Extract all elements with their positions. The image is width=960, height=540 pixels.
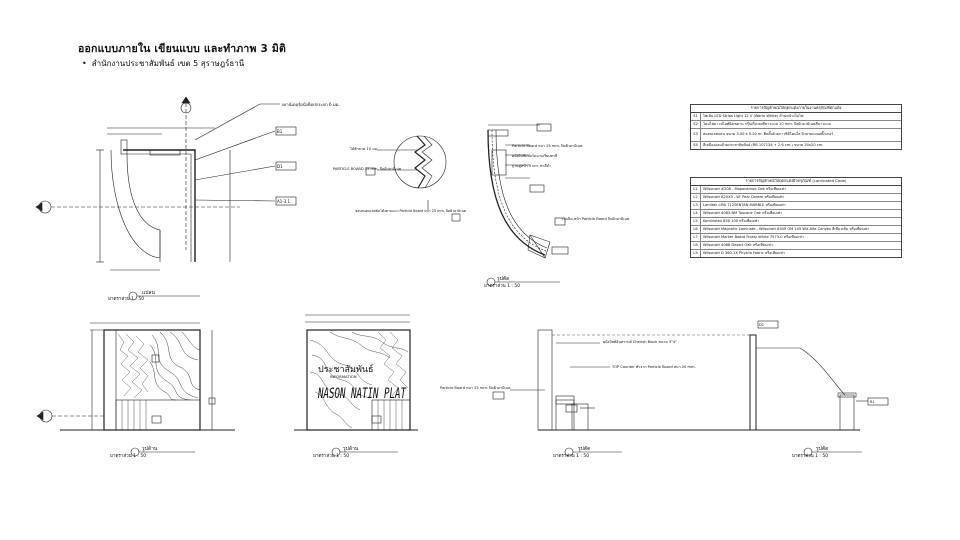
elev-note-2: TOP Counter ทำจาก Particle Board หนา 20 … (611, 365, 696, 369)
tag-ref-4: D1 (759, 323, 764, 327)
row-desc: Wilsonart 4083-NM Toscane Oak หรือเทียบเ… (703, 210, 783, 215)
section-right-scale-2: มาตราส่วน 1 : 50 (792, 453, 828, 459)
row-code: S3 (691, 128, 701, 141)
materials-table-header: รายการสัญลักษณ์วัสดุตกแต่งภายในงานครุภัณ… (691, 105, 901, 113)
detail-drawing (365, 135, 461, 222)
elev-note-3: Particle Board หนา 25 mm. ปิดผิวลามิเนต (440, 386, 511, 390)
row-code: L3 (691, 201, 701, 209)
elev-note-1: ผนังบิลท์อินทรานส์ Cherish Block ขนาด 3"… (603, 340, 677, 344)
plan-note: เคาน์เตอร์ผนังท็อปกระจก 6 มม. (282, 101, 340, 107)
row-code: S2 (691, 120, 701, 128)
section-note-3: ฐานคู่หน้า 5 cm. ทาสีดำ (512, 163, 551, 168)
graffiti-text: NASON NATIN PLAT (317, 386, 407, 402)
section-note-1: Particle Board หนา 25 mm. ปิดผิวลามิเนต (512, 144, 583, 148)
page-title: ออกแบบภายใน เขียนแบบ และทำภาพ 3 มิติ (78, 43, 287, 55)
project-subtitle: สำนักงานประชาสัมพันธ์ เขต 5 สุราษฎร์ธานี (82, 57, 245, 70)
plan-ref-2: D1 (277, 164, 283, 169)
row-code: S4 (691, 141, 701, 149)
section-right-scale: มาตราส่วน 1 : 50 (553, 453, 589, 459)
plan-label: แปลน (142, 290, 155, 296)
row-desc: Lamitak LMA 7120ENTAN MARBLE หรือเทียบเท… (703, 202, 786, 207)
row-desc: Kominotex 850 100 หรือเทียบเท่า (703, 218, 760, 223)
elev-a-scale: มาตราส่วน 1 : 50 (110, 453, 146, 459)
section-right-label-2: รูปตัด (816, 446, 828, 452)
laminate-table: รายการสัญลักษณ์วัสดุตกแต่งผิวครุภัณฑ์ (L… (690, 177, 902, 258)
row-desc: ไฟเส้น LED Strips Light 12 V (Warm White… (703, 113, 804, 118)
section-note-4: รางเปิด-หน้า Particle Board ปิดผิวลามิเน… (561, 216, 630, 221)
row-desc: Wilsonart 4068 Desert Oak หรือเทียบเท่า (703, 242, 773, 247)
row-code: L5 (691, 217, 701, 225)
section-right-drawing (492, 320, 889, 457)
row-code: L1 (691, 185, 701, 193)
row-desc: Wilsonart D 360-1X Physna Fabric หรือเที… (703, 250, 785, 255)
row-code: L6 (691, 225, 701, 233)
row-desc: Wilsonart Magnetic Laminate - Wilsonart … (703, 226, 870, 231)
plan-drawing (35, 96, 297, 301)
row-desc: สแตนเลสแผ่น ขนาด 3.00 x 0.20 m. ติดตั้งด… (703, 132, 834, 137)
section-right-label: รูปตัด (578, 446, 590, 452)
row-desc: Wilsonart A20X3 - W' Pear Dream หรือเทีย… (703, 194, 785, 199)
section-top-scale: มาตราส่วน 1 : 50 (484, 283, 520, 289)
curved-section-drawing (486, 123, 569, 287)
plan-scale: มาตราส่วน 1 : 50 (108, 296, 144, 302)
row-code: L2 (691, 193, 701, 201)
elev-b-label: รูปด้าน (343, 445, 359, 452)
section-top-label: รูปตัด (497, 276, 509, 282)
sign-subtext: INFORMATION (330, 374, 357, 379)
tag-ref-5: B1 (870, 400, 875, 404)
detail-note-3: ขอบสแตนเลสตัดโค้งตามแนว Particle Board ห… (355, 208, 466, 213)
elevation-b-drawing (294, 314, 418, 457)
elev-b-scale: มาตราส่วน 1 : 50 (313, 453, 349, 459)
row-code: L9 (691, 249, 701, 257)
row-code: L7 (691, 233, 701, 241)
row-desc: สีเหลืองอ่อนป้ายประชาสัมพันธ์ (RB 107134… (703, 142, 824, 147)
detail-note-2: PARTICLE BOARD 25 mm. ปิดผิวลามิเนต (333, 167, 402, 171)
plan-ref-1: B1 (277, 129, 283, 134)
section-note-2: ผนังยิปซัมบอร์ดฉาบเรียบทาสี (512, 153, 558, 158)
detail-note-1: ไม้สักขาด 10 มม. (349, 146, 378, 151)
plan-ref-3: A1-3.1 (277, 199, 291, 204)
row-desc: Wilsonart Marker Board Frosty White 7573… (703, 234, 804, 239)
laminate-table-header: รายการสัญลักษณ์วัสดุตกแต่งผิวครุภัณฑ์ (L… (691, 178, 901, 186)
row-desc: โคมไฟดาวน์ไลท์ฝังเพดาน กรุ๊ปเกี่ยวลงสีขา… (703, 121, 831, 126)
elev-a-label: รูปด้าน (142, 445, 158, 452)
materials-table: รายการสัญลักษณ์วัสดุตกแต่งภายในงานครุภัณ… (690, 104, 902, 150)
row-code: L4 (691, 209, 701, 217)
row-code: S1 (691, 112, 701, 120)
sign-text: ประชาสัมพันธ์ (318, 363, 374, 375)
elevation-a-drawing (36, 322, 235, 457)
row-code: L8 (691, 241, 701, 249)
row-desc: Wilsonart #208 - Mapocarnoe Oak หรือเทีย… (703, 186, 787, 191)
